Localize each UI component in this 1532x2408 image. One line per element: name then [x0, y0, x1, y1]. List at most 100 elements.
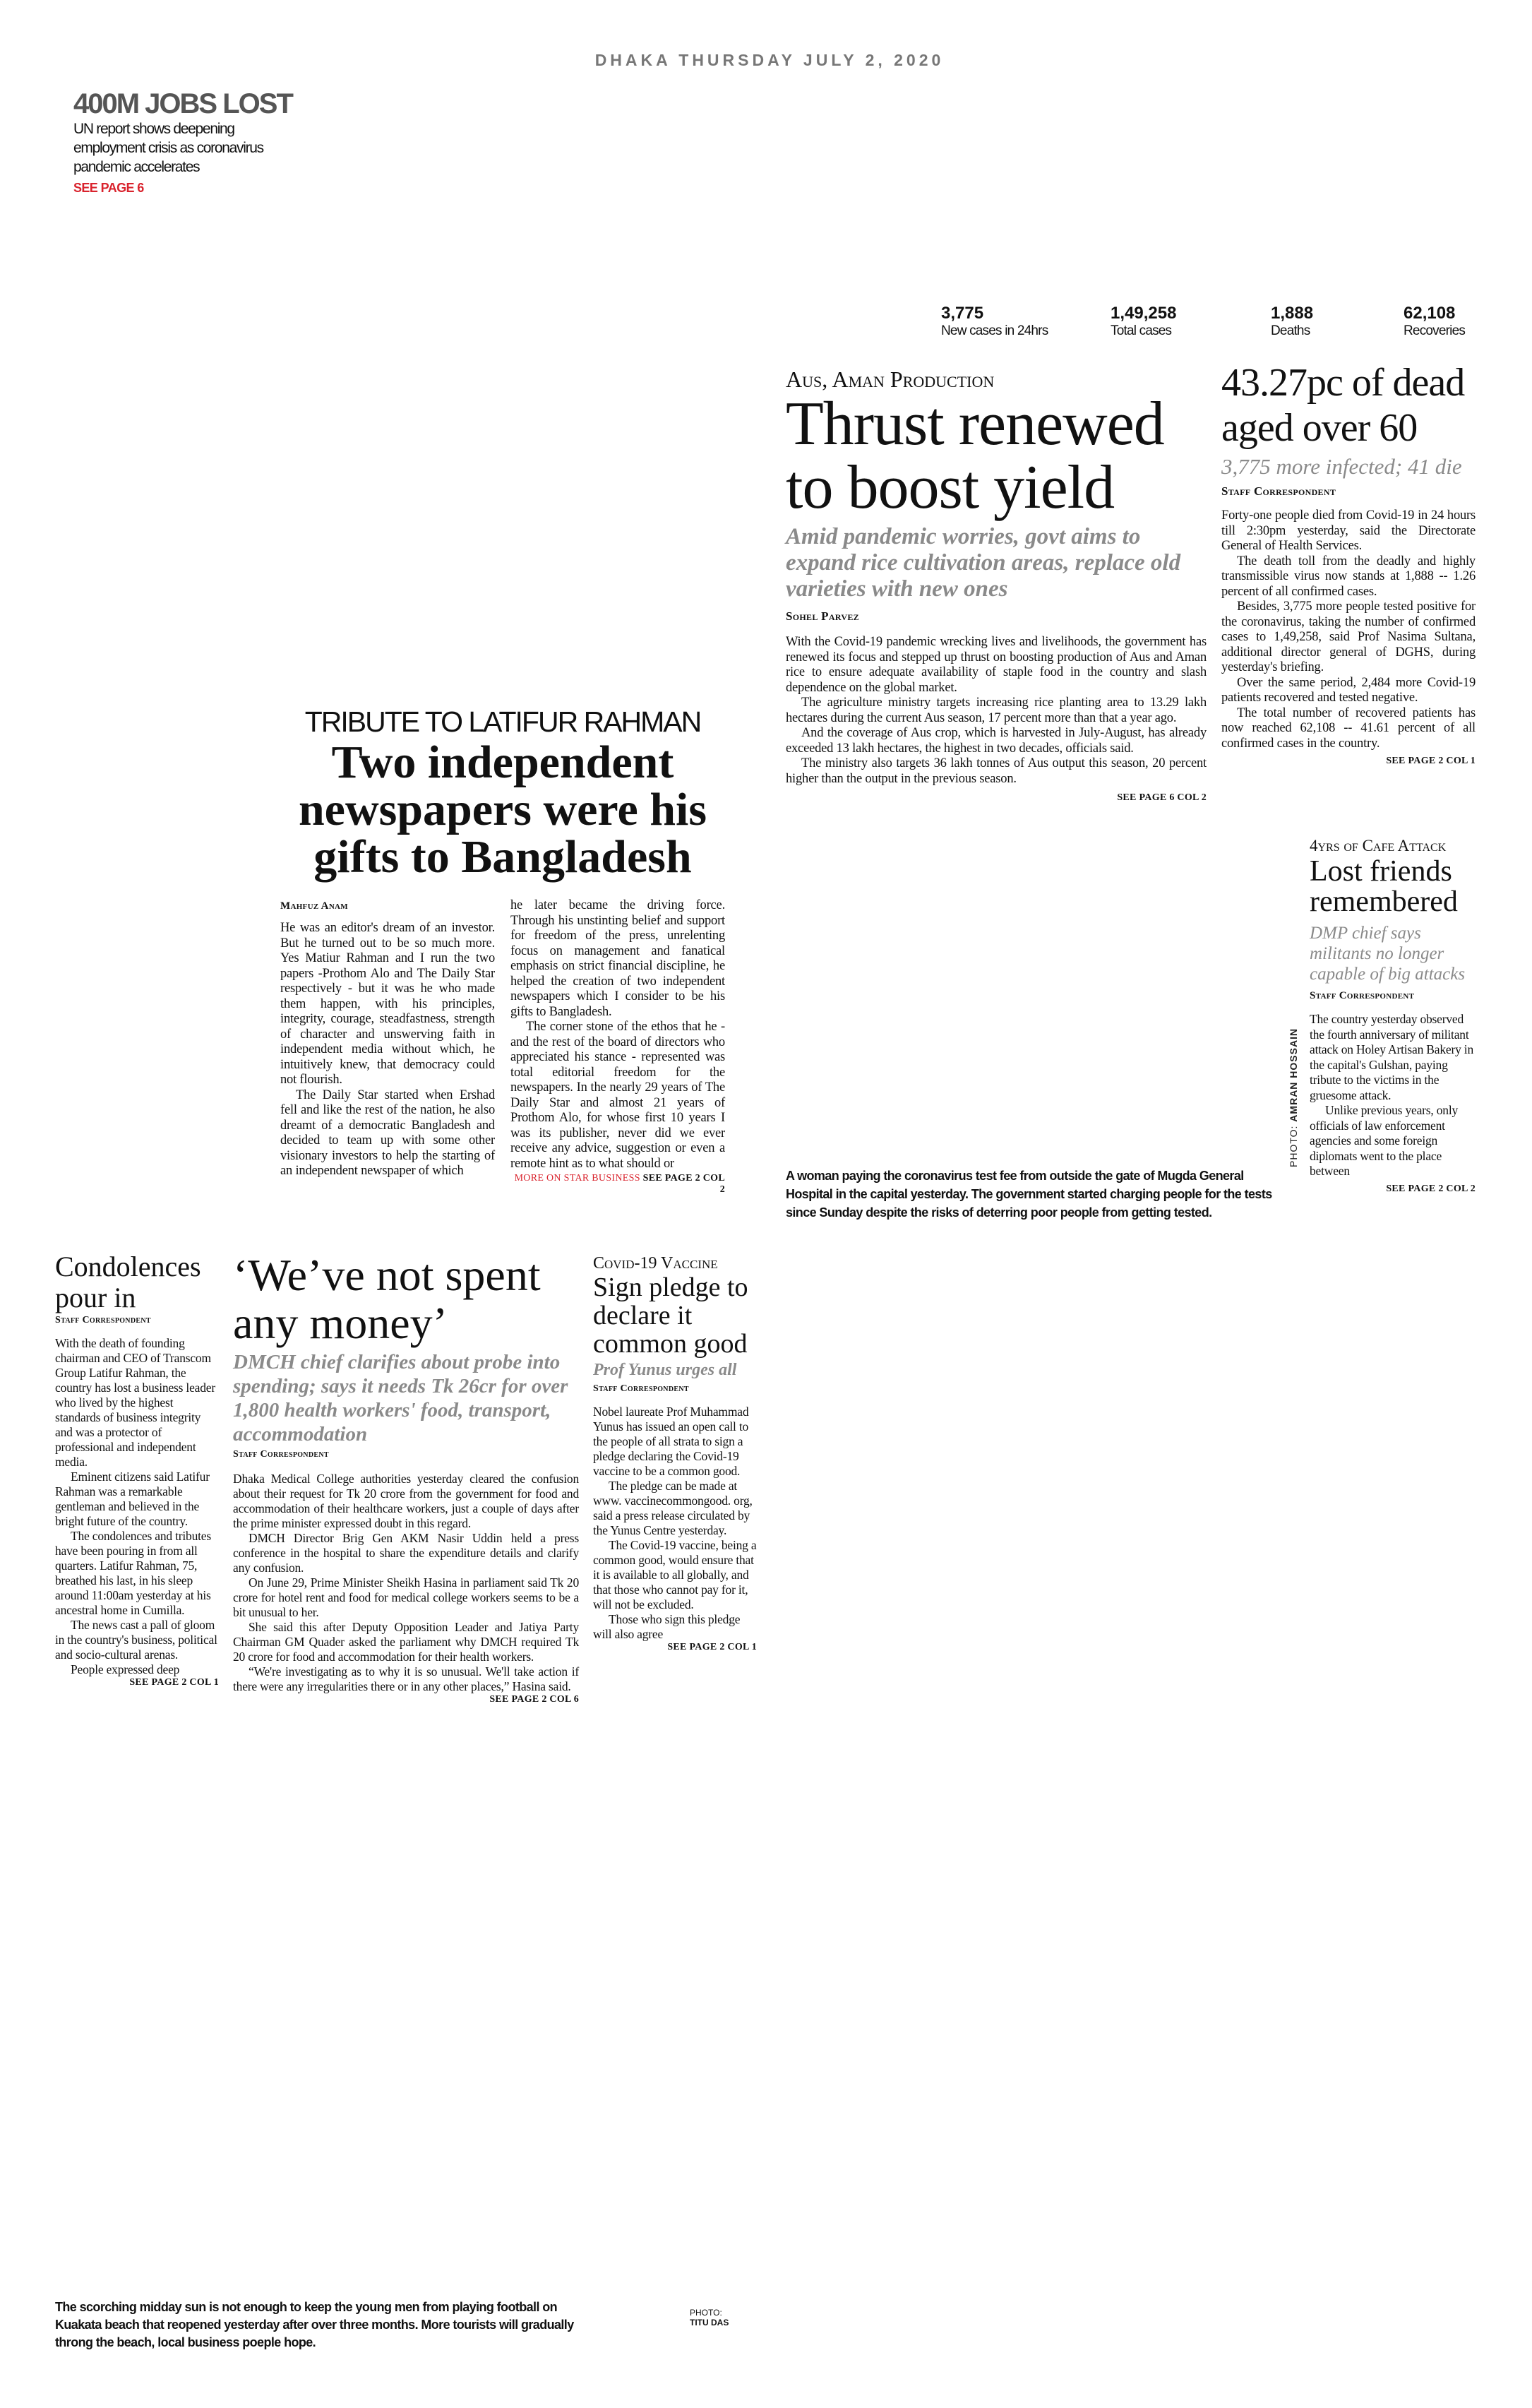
continued-link[interactable]: SEE PAGE 2 COL 1	[1386, 756, 1476, 766]
paragraph: The condolences and tributes have been p…	[55, 1529, 211, 1617]
paragraph: The country yesterday observed the fourt…	[1310, 1012, 1474, 1102]
paragraph: The corner stone of the ethos that he - …	[510, 1020, 725, 1171]
story-byline: Staff Correspondent	[1310, 990, 1415, 1001]
story-kicker: Aus, Aman Production	[786, 366, 995, 392]
continued-link[interactable]: SEE PAGE 2 COL 1	[667, 1642, 757, 1652]
story-body: Nobel laureate Prof Muhammad Yunus has i…	[593, 1405, 757, 1642]
photo-credit-amran: PHOTO: AMRAN HOSSAIN	[1288, 1012, 1299, 1167]
continued-link[interactable]: SEE PAGE 2 COL 2	[1386, 1183, 1476, 1194]
story-tribute[interactable]: TRIBUTE TO LATIFUR RAHMAN Two independen…	[280, 705, 725, 1196]
stat-value: 1,888	[1271, 304, 1314, 323]
continued-link[interactable]: SEE PAGE 6 COL 2	[1117, 792, 1207, 803]
story-subhead: 3,775 more infected; 41 die	[1221, 454, 1462, 479]
more-link[interactable]: MORE ON STAR BUSINESS	[514, 1173, 640, 1184]
continued-link[interactable]: SEE PAGE 2 COL 1	[129, 1677, 219, 1688]
paragraph: Those who sign this pledge will also agr…	[593, 1612, 741, 1641]
paragraph: With the death of founding chairman and …	[55, 1336, 215, 1469]
continued-link[interactable]: SEE PAGE 2 COL 2	[642, 1173, 725, 1195]
stat-label: Total cases	[1111, 323, 1172, 338]
paragraph: He was an editor's dream of an investor.…	[280, 921, 495, 1087]
story-kicker: Covid-19 Vaccine	[593, 1254, 718, 1272]
paragraph: The pledge can be made at www. vaccineco…	[593, 1479, 753, 1537]
stat-value: 1,49,258	[1111, 304, 1177, 323]
photo-caption-kuakata: The scorching midday sun is not enough t…	[55, 2300, 574, 2349]
stat-label: Deaths	[1271, 323, 1310, 338]
stat-value: 3,775	[941, 304, 984, 323]
teaser-link[interactable]: SEE PAGE 6	[73, 181, 144, 195]
story-covid-deaths[interactable]: 43.27pc of dead aged over 60 3,775 more …	[1221, 360, 1476, 767]
continued-link[interactable]: SEE PAGE 2 COL 6	[489, 1694, 579, 1705]
story-vaccine[interactable]: Covid-19 Vaccine Sign pledge to declare …	[593, 1253, 757, 1653]
credit-name: TITU DAS	[690, 2318, 729, 2327]
story-headline[interactable]: Lost friends remembered	[1310, 855, 1458, 918]
story-byline: Sohel Parvez	[786, 609, 859, 623]
teaser-box[interactable]: 400M JOBS LOST UN report shows deepening…	[73, 88, 299, 196]
story-kicker: TRIBUTE TO LATIFUR RAHMAN	[304, 705, 702, 738]
story-body: Dhaka Medical College authorities yester…	[233, 1472, 579, 1694]
story-body: With the Covid-19 pandemic wrecking live…	[786, 635, 1207, 787]
paragraph: The agriculture ministry targets increas…	[786, 696, 1207, 725]
paragraph: he later became the driving force. Throu…	[510, 898, 725, 1019]
paragraph: “We're investigating as to why it is so …	[233, 1664, 579, 1693]
paragraph: Nobel laureate Prof Muhammad Yunus has i…	[593, 1405, 749, 1478]
story-body: Forty-one people died from Covid-19 in 2…	[1221, 508, 1476, 751]
story-byline: Staff Correspondent	[1221, 484, 1336, 498]
photo-caption-mugda: A woman paying the coronavirus test fee …	[786, 1169, 1272, 1220]
story-headline[interactable]: 43.27pc of dead aged over 60	[1221, 361, 1465, 450]
story-subhead: DMCH chief clarifies about probe into sp…	[233, 1351, 568, 1446]
stat-label: Recoveries	[1404, 323, 1466, 338]
photo-credit-titu: PHOTO: TITU DAS	[690, 2308, 729, 2327]
story-subhead: DMP chief says militants no longer capab…	[1310, 924, 1466, 984]
paragraph: Dhaka Medical College authorities yester…	[233, 1472, 579, 1530]
story-byline: Staff Correspondent	[233, 1449, 329, 1460]
paragraph: The Covid-19 vaccine, being a common goo…	[593, 1538, 757, 1611]
story-byline: Staff Correspondent	[593, 1383, 689, 1394]
paragraph: The ministry also targets 36 lakh tonnes…	[786, 756, 1207, 786]
paragraph: DMCH Director Brig Gen AKM Nasir Uddin h…	[233, 1531, 579, 1575]
credit-label: PHOTO:	[1288, 1125, 1299, 1167]
paragraph: Eminent citizens said Latifur Rahman was…	[55, 1470, 210, 1528]
story-body: He was an editor's dream of an investor.…	[280, 898, 725, 1196]
stat-label: New cases in 24hrs	[941, 323, 1048, 338]
paragraph: People expressed deep	[71, 1662, 180, 1676]
story-headline[interactable]: Two independent newspapers were his gift…	[298, 737, 707, 883]
paragraph: Unlike previous years, only officials of…	[1310, 1103, 1459, 1178]
story-kicker: 4yrs of Cafe Attack	[1310, 837, 1447, 854]
story-headline[interactable]: Sign pledge to declare it common good	[593, 1272, 748, 1359]
story-condolences[interactable]: Condolences pour in Staff Correspondent …	[55, 1251, 219, 1688]
paragraph: And the coverage of Aus crop, which is h…	[786, 726, 1207, 756]
story-headline[interactable]: ‘We’ve not spent any money’	[233, 1250, 541, 1348]
paragraph: Forty-one people died from Covid-19 in 2…	[1221, 508, 1476, 553]
story-headline[interactable]: Thrust renewed to boost yield	[786, 390, 1165, 522]
story-headline[interactable]: Condolences pour in	[55, 1251, 201, 1313]
credit-label: PHOTO:	[690, 2308, 722, 2318]
story-aus-aman[interactable]: Aus, Aman Production Thrust renewed to b…	[786, 366, 1207, 804]
story-body: With the death of founding chairman and …	[55, 1336, 219, 1677]
column-2: he later became the driving force. Throu…	[510, 898, 725, 1196]
paragraph: The news cast a pall of gloom in the cou…	[55, 1618, 217, 1662]
paragraph: Besides, 3,775 more people tested positi…	[1221, 600, 1476, 674]
story-body: The country yesterday observed the fourt…	[1310, 1012, 1476, 1179]
credit-name: AMRAN HOSSAIN	[1288, 1027, 1299, 1122]
paragraph: The total number of recovered patients h…	[1221, 705, 1476, 751]
teaser-title: 400M JOBS LOST	[73, 88, 294, 119]
stat-value: 62,108	[1404, 304, 1456, 323]
story-cafe-attack[interactable]: 4yrs of Cafe Attack Lost friends remembe…	[1310, 835, 1476, 1195]
paragraph: On June 29, Prime Minister Sheikh Hasina…	[233, 1575, 579, 1619]
paragraph: The Daily Star started when Ershad fell …	[280, 1087, 495, 1179]
dateline: DHAKA THURSDAY JULY 2, 2020	[594, 51, 945, 69]
continued-line: MORE ON STAR BUSINESS SEE PAGE 2 COL 2	[510, 1173, 725, 1196]
story-dmch[interactable]: ‘We’ve not spent any money’ DMCH chief c…	[233, 1251, 579, 1705]
paragraph: With the Covid-19 pandemic wrecking live…	[786, 635, 1207, 695]
story-byline: Staff Correspondent	[55, 1315, 151, 1325]
paragraph: Over the same period, 2,484 more Covid-1…	[1221, 675, 1476, 705]
paragraph: She said this after Deputy Opposition Le…	[233, 1620, 579, 1664]
story-subhead: Prof Yunus urges all	[593, 1361, 737, 1379]
story-byline: Mahfuz Anam	[280, 900, 348, 912]
paragraph: The death toll from the deadly and highl…	[1221, 554, 1476, 599]
